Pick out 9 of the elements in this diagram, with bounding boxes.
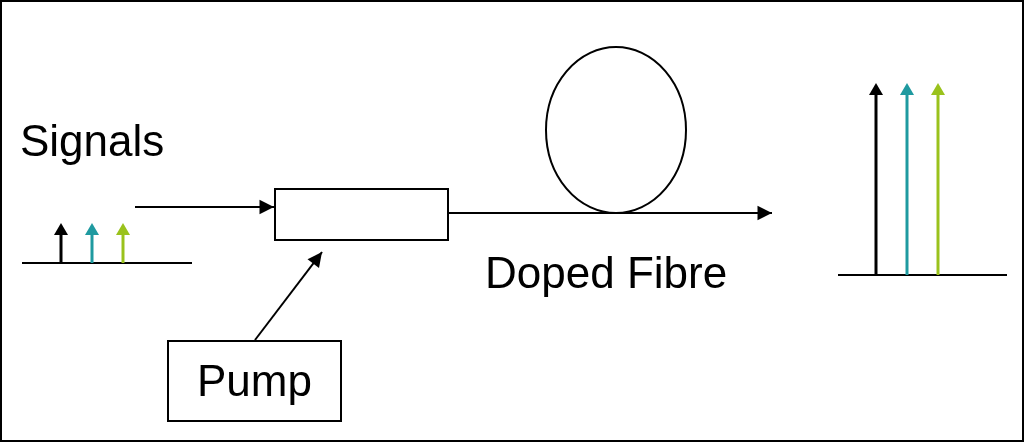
pump-box <box>167 340 342 422</box>
arrow <box>134 199 275 215</box>
coupler-box <box>274 188 449 241</box>
signals-label: Signals <box>20 116 165 166</box>
node-label: Pump <box>197 356 312 406</box>
arrow <box>254 251 323 341</box>
fibre-loop <box>545 46 687 214</box>
arrow <box>448 205 773 221</box>
fibre-label: Doped Fibre <box>485 248 728 298</box>
